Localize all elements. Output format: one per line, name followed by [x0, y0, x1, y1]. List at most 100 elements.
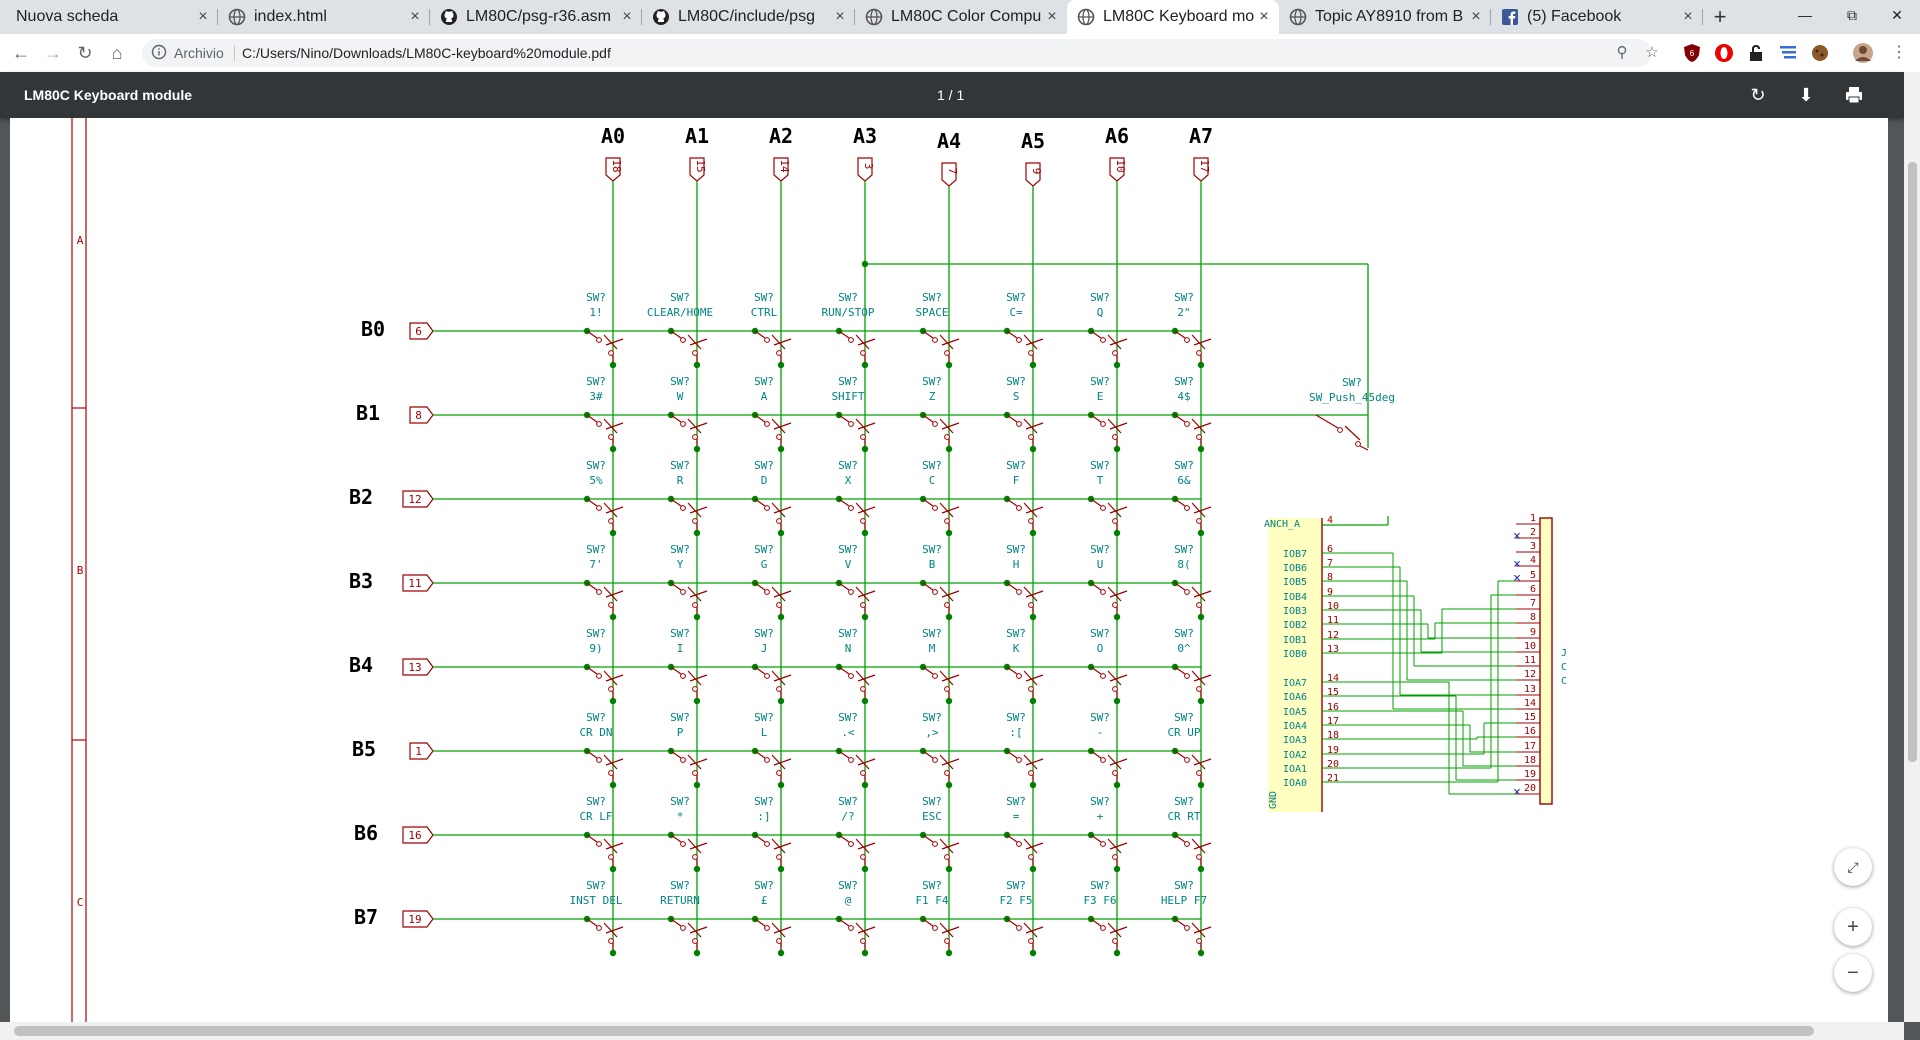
restore-button[interactable]: ⧉ — [1847, 7, 1857, 23]
switch-contact — [596, 925, 602, 931]
cookie-ext-icon[interactable] — [1810, 43, 1830, 63]
switch-ref: SW? — [1006, 879, 1026, 892]
switch-lead — [838, 582, 850, 591]
switch-contact — [608, 686, 614, 692]
vertical-scroll-thumb[interactable] — [1908, 162, 1917, 762]
new-tab-button[interactable]: + — [1713, 4, 1727, 29]
profile-avatar[interactable] — [1852, 42, 1874, 64]
tab-2[interactable]: index.html× — [218, 0, 430, 34]
close-icon[interactable]: × — [1683, 8, 1693, 25]
switch-ref: SW? — [922, 795, 942, 808]
header-side-text: C — [1561, 676, 1567, 687]
switch-contact — [1184, 337, 1190, 343]
switch-contact — [932, 925, 938, 931]
info-icon[interactable] — [151, 44, 167, 60]
tab-label: Topic AY8910 from B — [1315, 8, 1464, 25]
switch-plunger — [605, 842, 624, 850]
close-icon[interactable]: × — [1471, 8, 1481, 25]
ioa-pin-name: IOA2 — [1283, 750, 1307, 761]
forward-icon[interactable]: → — [44, 43, 62, 63]
switch-contact — [764, 673, 770, 679]
list-ext-icon[interactable] — [1778, 43, 1798, 63]
junction-dot — [1197, 781, 1205, 789]
ublock-icon[interactable]: 6 — [1682, 43, 1702, 63]
switch-ref: SW? — [670, 795, 690, 808]
switch-plunger — [1025, 422, 1044, 430]
tab-5[interactable]: LM80C Color Compu × — [855, 0, 1067, 34]
tab-7[interactable]: Topic AY8910 from B × — [1279, 0, 1491, 34]
zoom-out-button[interactable]: − — [1834, 954, 1872, 992]
switch-lead — [1006, 918, 1018, 927]
switch-contact — [680, 421, 686, 427]
horizontal-scroll-thumb[interactable] — [14, 1026, 1814, 1036]
ioa-pin-name: IOA0 — [1283, 778, 1307, 789]
switch-actuator — [603, 922, 618, 938]
bookmark-star-icon[interactable]: ☆ — [1645, 44, 1659, 61]
close-icon[interactable]: × — [835, 8, 845, 25]
home-icon[interactable]: ⌂ — [111, 43, 123, 63]
switch-ref: SW? — [586, 375, 606, 388]
address-bar[interactable]: Archivio C:/Users/Nino/Downloads/LM80C-k… — [142, 39, 1659, 67]
reload-icon[interactable]: ↻ — [77, 43, 93, 63]
switch-contact — [860, 434, 866, 440]
switch-contact — [944, 434, 950, 440]
switch-key-label: F1 F4 — [915, 894, 948, 907]
switch-actuator — [1107, 838, 1122, 854]
horizontal-scrollbar[interactable] — [0, 1022, 1904, 1040]
close-icon[interactable]: × — [1047, 8, 1057, 25]
switch-ref: SW? — [586, 459, 606, 472]
tab-1[interactable]: Nuova scheda × — [0, 0, 218, 34]
close-icon[interactable]: × — [198, 8, 208, 25]
junction-dot — [609, 865, 617, 873]
switch-key-label: INST DEL — [570, 894, 623, 907]
switch-lead — [1174, 750, 1186, 759]
switch-contact — [1184, 505, 1190, 511]
switch-plunger — [941, 338, 960, 346]
tab-4[interactable]: LM80C/include/psg× — [642, 0, 855, 34]
switch-lead — [922, 750, 934, 759]
header-pin-number: 11 — [1524, 655, 1536, 666]
close-icon[interactable]: × — [622, 8, 632, 25]
column-pin-number: 15 — [694, 159, 707, 172]
switch-ref: SW? — [1006, 711, 1026, 724]
print-icon[interactable] — [1844, 85, 1864, 105]
rotate-icon[interactable]: ↻ — [1750, 85, 1766, 105]
switch-contact — [860, 854, 866, 860]
switch-plunger — [857, 842, 876, 850]
tab-label: Nuova scheda — [16, 8, 119, 25]
pdf-toolbar: LM80C Keyboard module 1 / 1 ↻ ⬇ — [0, 72, 1904, 118]
switch-lead — [838, 834, 850, 843]
tab-3[interactable]: LM80C/psg-r36.asm× — [430, 0, 642, 34]
menu-icon[interactable]: ⋮ — [1891, 44, 1907, 61]
tab-label: LM80C Color Compu — [891, 8, 1042, 25]
switch-ref: SW? — [1090, 291, 1110, 304]
fit-to-page-button[interactable]: ⤢ — [1834, 848, 1872, 886]
back-icon[interactable]: ← — [12, 43, 30, 63]
switch-plunger — [941, 758, 960, 766]
zoom-in-button[interactable]: + — [1834, 908, 1872, 946]
zoom-icon[interactable]: ⚲ — [1616, 44, 1628, 61]
header-pin-number: 1 — [1530, 513, 1536, 524]
close-icon[interactable]: × — [1259, 8, 1269, 25]
row-port-flag — [402, 910, 434, 928]
tab-6[interactable]: LM80C Keyboard mo× — [1067, 0, 1279, 34]
vertical-scrollbar[interactable] — [1904, 72, 1920, 1022]
download-icon[interactable]: ⬇ — [1798, 85, 1814, 105]
switch-contact — [776, 350, 782, 356]
junction-dot — [693, 949, 701, 957]
minimize-button[interactable]: — — [1798, 7, 1812, 23]
lock-ext-icon[interactable] — [1746, 43, 1766, 63]
opera-ext-icon[interactable] — [1714, 43, 1734, 63]
close-icon[interactable]: × — [410, 8, 420, 25]
tab-8[interactable]: (5) Facebook× — [1491, 0, 1703, 34]
switch-ref: SW? — [1174, 375, 1194, 388]
junction-dot — [777, 445, 785, 453]
url-text[interactable]: C:/Users/Nino/Downloads/LM80C-keyboard%2… — [242, 45, 611, 61]
column-port-flag — [857, 157, 873, 182]
switch-lead — [1315, 414, 1339, 429]
switch-contact — [1112, 686, 1118, 692]
close-window-button[interactable]: ✕ — [1891, 7, 1903, 23]
switch-contact — [680, 673, 686, 679]
no-connect-mark: × — [1513, 557, 1521, 572]
switch-contact — [932, 757, 938, 763]
